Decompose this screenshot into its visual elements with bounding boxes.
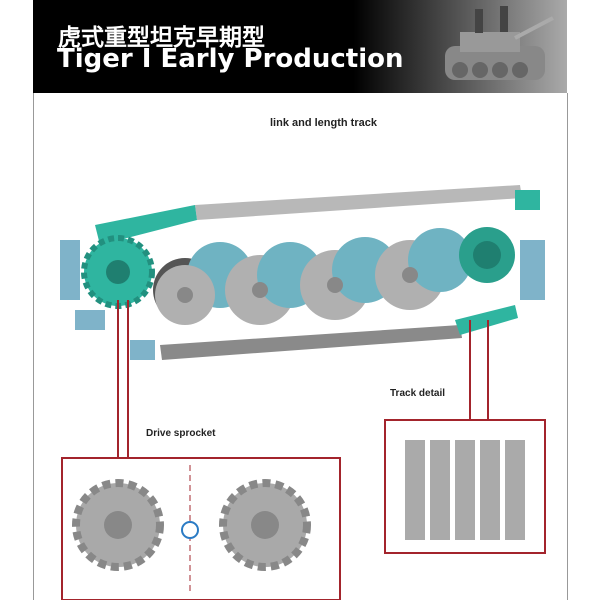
lower-track bbox=[160, 325, 462, 360]
idler-wheel bbox=[459, 227, 515, 283]
frame-right bbox=[567, 93, 568, 600]
title-english: Tiger I Early Production bbox=[57, 44, 404, 74]
side-links bbox=[60, 240, 545, 360]
title-chinese: 虎式重型坦克早期型 bbox=[58, 25, 265, 51]
frame-left bbox=[33, 93, 34, 600]
header-banner: 虎式重型坦克早期型 Tiger I Early Production bbox=[33, 0, 567, 93]
upper-track bbox=[195, 185, 522, 220]
drive-sprocket bbox=[81, 235, 155, 309]
track-detail-links bbox=[405, 440, 525, 540]
sprocket-inner-view bbox=[72, 479, 164, 571]
label-drive-sprocket: Drive sprocket bbox=[146, 428, 216, 439]
road-wheels bbox=[153, 228, 472, 325]
label-track-type: link and length track bbox=[270, 117, 377, 129]
label-track-detail: Track detail bbox=[390, 388, 446, 399]
callout-lines bbox=[117, 300, 489, 458]
sprocket-outer-view bbox=[219, 479, 311, 571]
tank-photo bbox=[445, 6, 554, 80]
